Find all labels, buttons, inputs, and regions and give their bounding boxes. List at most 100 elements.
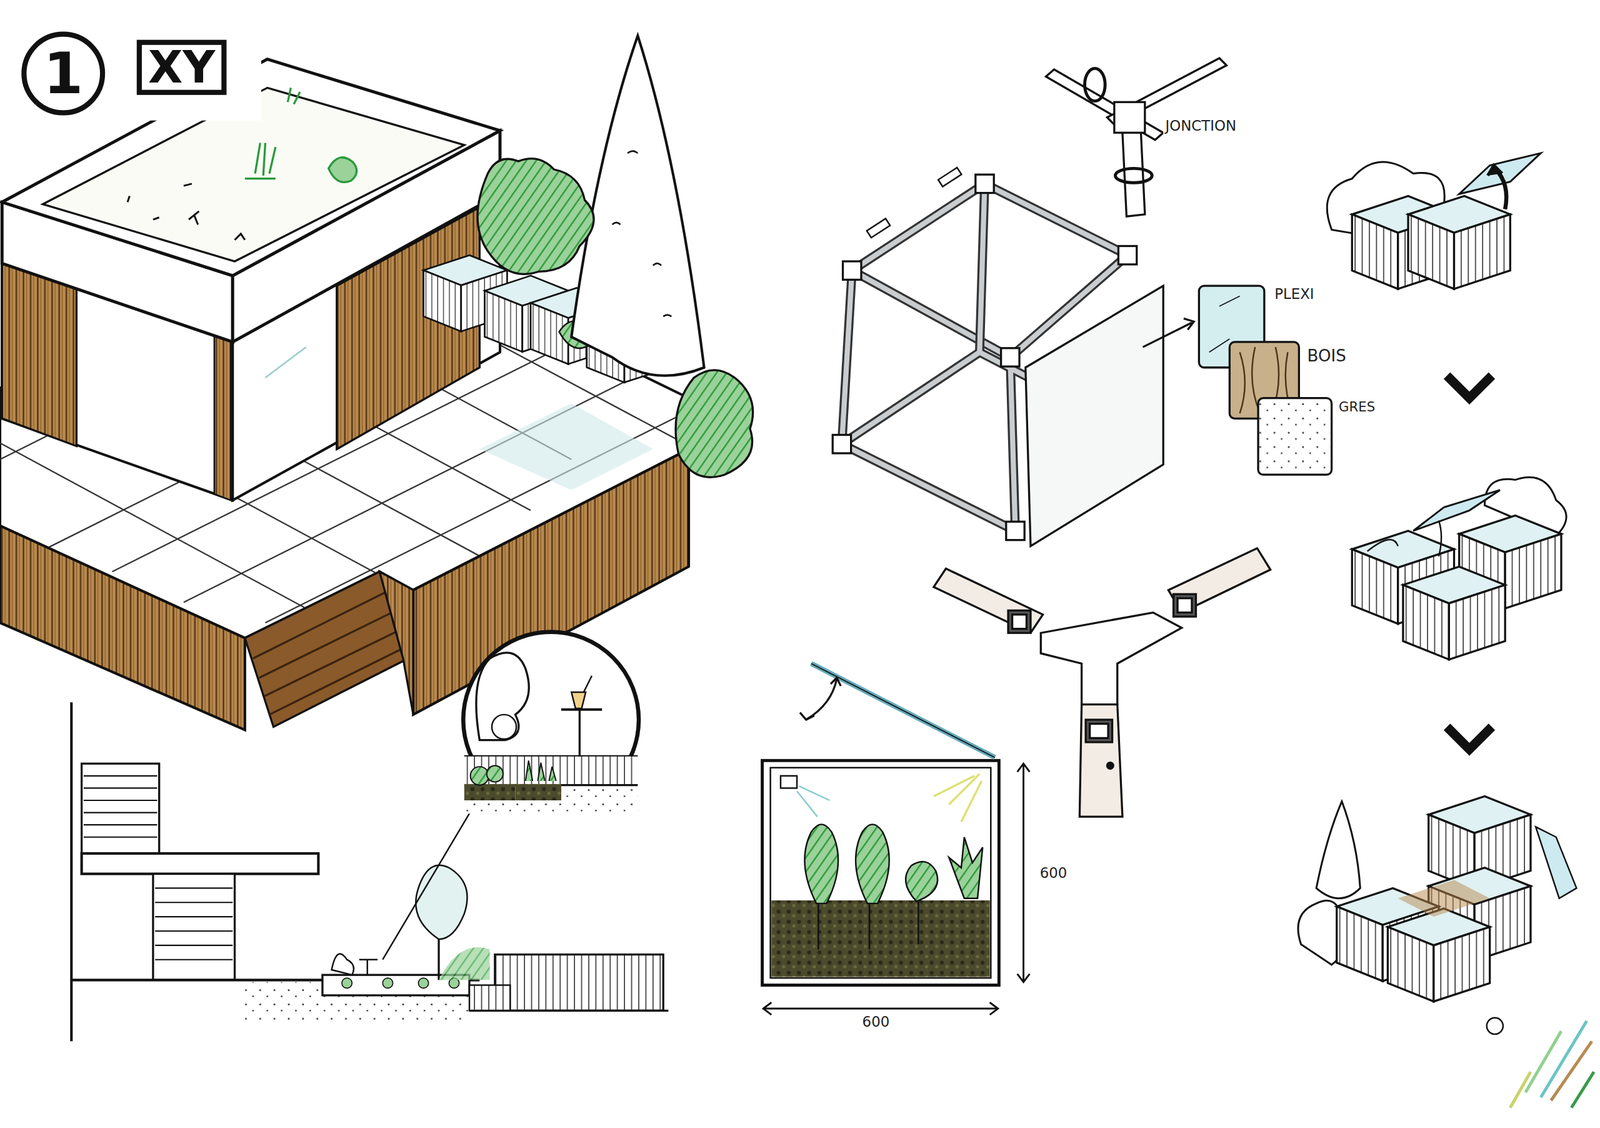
house-perspective-part [571,35,704,376]
assembly-sequence-part-part [1408,195,1510,289]
section-elevation-part-part [464,783,516,800]
section-elevation-part [382,795,480,959]
house-perspective-part [0,525,245,730]
house-perspective-part-part [287,87,300,104]
house-perspective-part [477,158,594,275]
assembly-sequence-part [1398,879,1490,917]
cube-frame-part-part [841,443,1016,531]
planter-section-part-part [868,903,870,949]
tube-connector-part [1079,704,1123,817]
section-elevation-part-part [418,977,429,988]
cube-frame-part [1025,285,1164,546]
section-elevation-part [464,756,639,785]
tube-connector-part [1008,610,1031,633]
planter-section-part-part [817,903,819,949]
planter-section-part [1022,763,1025,982]
section-elevation-part [70,701,73,1041]
section-elevation-part [491,714,517,739]
cube-frame-part [866,218,890,239]
colour-swatch-scribble-part [1571,1071,1594,1107]
cube-frame-part-part [979,183,985,352]
cube-frame-part-part [841,270,852,445]
section-elevation-part-part [83,811,158,814]
junction-detail-part [1122,130,1145,217]
cube-frame-part-part [843,261,862,280]
house-perspective-part [127,183,245,240]
section-elevation-part-part [155,886,233,889]
section-elevation-part-part [515,783,561,800]
assembly-sequence-part [1403,566,1505,660]
section-elevation-part-part [83,836,158,838]
cube-frame-part [1143,322,1192,347]
node-text: XY [148,45,215,90]
section-elevation-part [83,775,158,837]
tube-connector-part [1106,762,1114,769]
house-perspective-part [253,591,404,715]
house-perspective-part [479,403,654,490]
section-elevation-part [359,958,378,960]
cube-frame-part [938,167,962,187]
assembly-sequence-part [1495,168,1507,209]
house-perspective-part [265,346,306,378]
material-name: PLEXI [1272,286,1317,303]
house-perspective-part [245,571,409,727]
house-perspective-part-part [612,151,672,317]
section-elevation-part [155,887,233,959]
section-elevation-part [578,709,581,757]
cube-frame-part-part [841,443,1016,531]
tube-connector-part [1173,593,1197,617]
junction-detail-part [1114,101,1145,133]
planter-section-part-part [948,836,983,899]
tube-connector-part [1090,723,1109,739]
node-text: 1 [43,45,84,102]
planter-section-part-part [804,823,839,904]
section-elevation-part [438,946,490,980]
planter-section-part [796,785,830,817]
house-perspective-part [612,151,672,317]
assembly-sequence-part [1367,520,1442,557]
cube-frame [832,167,1194,547]
part-name: JONCTION [1163,118,1239,134]
section-elevation-part-part [83,823,158,825]
planter-section-part [811,663,995,757]
section-elevation-part-part [525,760,557,781]
section-elevation-part [464,783,562,800]
cube-frame-part-part [1010,356,1015,531]
planter-section-part-part [917,901,919,945]
section-elevation-part-part [83,775,158,777]
assembly-sequence-part [1316,801,1360,899]
colour-swatch-scribble-part [1510,1071,1531,1107]
assembly-sequence-part [1446,726,1492,749]
section-elevation-part-part [486,765,504,782]
section-elevation-part-part [341,977,352,988]
section-elevation-part [153,873,235,980]
assembly-sequence-part-part [1403,566,1505,660]
title-box: XY [136,40,227,95]
section-elevation-part-part [83,799,158,801]
planter-section-part [800,677,841,720]
material-swatches [1198,285,1332,475]
section-elevation-part [415,865,467,939]
section-elevation-part [463,631,639,808]
planter-section-part [770,767,992,978]
tube-connector-part [1085,719,1112,742]
section-elevation [71,631,669,1042]
assembly-sequence-part-part [1387,908,1490,1002]
assembly-sequence [1298,153,1577,1034]
house-perspective-part-part [264,630,399,696]
section-elevation-part [469,1009,669,1012]
tube-connector-part [933,568,1044,633]
cube-frame-part-part [841,351,980,444]
section-elevation-part [331,953,354,975]
tube-connector-part [1040,612,1182,705]
section-elevation-part [583,675,592,692]
planter-section-part [1017,763,1030,982]
dimension: 600 [860,1014,892,1030]
cube-frame-part [1183,318,1194,330]
section-elevation-part-part [155,915,233,917]
section-elevation-part [571,691,586,709]
material-name: GRES [1336,400,1378,415]
assembly-sequence-part [1487,165,1502,175]
junction-detail-part [1085,68,1106,101]
